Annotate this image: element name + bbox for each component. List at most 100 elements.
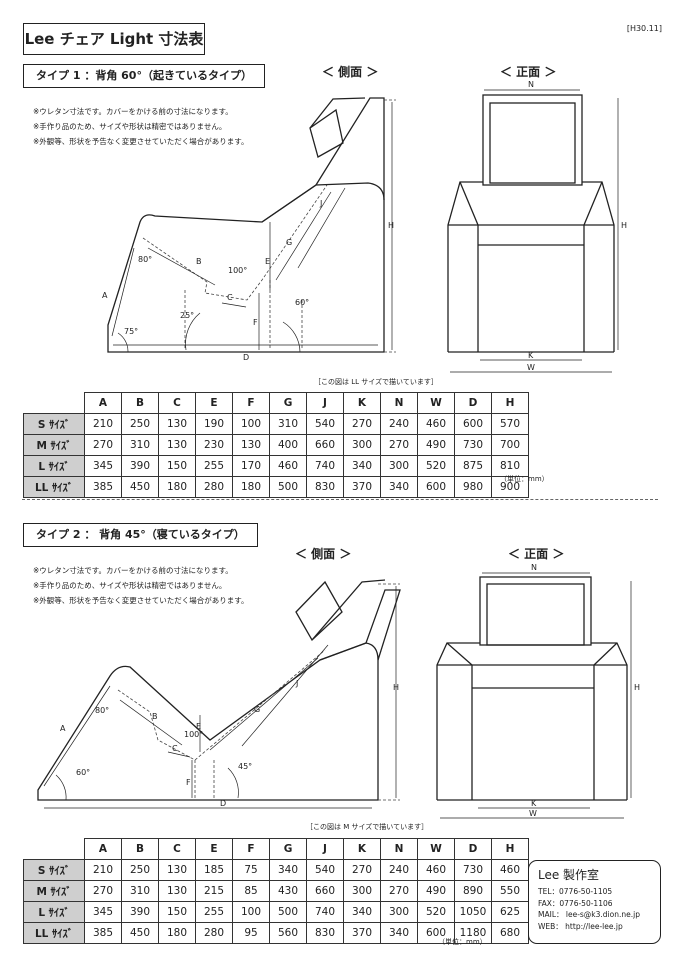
- label-F: F: [186, 778, 191, 787]
- type2-dimension-table: A B C E F G J K N W D H S ｻｲｽﾞ 210 250 1…: [23, 838, 529, 944]
- label-D: D: [220, 799, 226, 808]
- row-label: L ｻｲｽﾞ: [23, 455, 85, 477]
- note-1: ※ウレタン寸法です。カバーをかける前の寸法になります。: [33, 566, 233, 575]
- col-header: C: [158, 838, 196, 860]
- note-3: ※外観等、形状を予告なく変更させていただく場合があります。: [33, 596, 249, 605]
- col-header: B: [121, 838, 159, 860]
- col-header: D: [454, 838, 492, 860]
- row-label: LL ｻｲｽﾞ: [23, 476, 85, 498]
- contact-tel: TEL：0776-50-1105: [538, 887, 613, 896]
- col-header: F: [232, 838, 270, 860]
- label-D: D: [243, 353, 249, 362]
- row-label: M ｻｲｽﾞ: [23, 880, 85, 902]
- col-header: N: [380, 838, 418, 860]
- col-header: H: [491, 392, 529, 414]
- row-label: LL ｻｲｽﾞ: [23, 922, 85, 944]
- col-header: D: [454, 392, 492, 414]
- type1-caption: ［この図は LL サイズで描いています］: [314, 378, 438, 386]
- col-header: K: [343, 838, 381, 860]
- col-header: J: [306, 838, 344, 860]
- label-W: W: [527, 363, 535, 372]
- label-A: A: [102, 291, 108, 300]
- angle-100: 100°: [228, 266, 247, 275]
- label-C: C: [172, 744, 178, 753]
- label-E: E: [265, 257, 270, 266]
- label-J: J: [319, 199, 322, 208]
- contact-mail[interactable]: MAIL： lee-s@k3.dion.ne.jp: [538, 910, 640, 919]
- label-H: H: [388, 221, 394, 230]
- note-2: ※手作り品のため、サイズや形状は精密ではありません。: [33, 581, 227, 590]
- angle-45: 45°: [238, 762, 252, 771]
- type1-side-view: A B C D E F G H J 80° 100° 25° 75° 60°: [102, 97, 396, 362]
- label-E: E: [196, 722, 201, 731]
- label-C: C: [227, 293, 233, 302]
- col-header: E: [195, 392, 233, 414]
- row-label: S ｻｲｽﾞ: [23, 859, 85, 881]
- col-header: F: [232, 392, 270, 414]
- col-header: W: [417, 838, 455, 860]
- label-H-front: H: [621, 221, 627, 230]
- label-A: A: [60, 724, 66, 733]
- label-N: N: [528, 80, 534, 89]
- label-W: W: [529, 809, 537, 818]
- revision-stamp: [H30.11]: [626, 24, 662, 33]
- note-2: ※手作り品のため、サイズや形状は精密ではありません。: [33, 122, 227, 131]
- label-J: J: [295, 679, 298, 688]
- label-H-front: H: [634, 683, 640, 692]
- row-label: L ｻｲｽﾞ: [23, 901, 85, 923]
- label-K: K: [531, 799, 537, 808]
- type2-notes: ※ウレタン寸法です。カバーをかける前の寸法になります。 ※手作り品のため、サイズ…: [33, 563, 249, 608]
- contact-box: Lee 製作室 TEL：0776-50-1105 FAX：0776-50-110…: [528, 860, 661, 944]
- label-F: F: [253, 318, 258, 327]
- contact-fax: FAX：0776-50-1106: [538, 898, 613, 908]
- label-K: K: [528, 351, 534, 360]
- type1-front-label: ＜ 正面 ＞: [500, 65, 557, 79]
- table-row: L ｻｲｽﾞ 345 390 150 255 100 500 740 340 3…: [23, 901, 529, 923]
- label-G: G: [254, 705, 260, 714]
- col-header: H: [491, 838, 529, 860]
- type2-front-label: ＜ 正面 ＞: [508, 547, 565, 561]
- angle-80: 80°: [95, 706, 109, 715]
- table-row: LL ｻｲｽﾞ 385 450 180 280 95 560 830 370 3…: [23, 922, 529, 944]
- label-B: B: [152, 712, 158, 721]
- type1-notes: ※ウレタン寸法です。カバーをかける前の寸法になります。 ※手作り品のため、サイズ…: [33, 104, 249, 149]
- col-header: G: [269, 838, 307, 860]
- row-label: M ｻｲｽﾞ: [23, 434, 85, 456]
- label-H: H: [393, 683, 399, 692]
- col-header: W: [417, 392, 455, 414]
- contact-web[interactable]: WEB： http://lee-lee.jp: [538, 921, 623, 931]
- col-header: G: [269, 392, 307, 414]
- table-row: S ｻｲｽﾞ 210 250 130 190 100 310 540 270 2…: [23, 413, 529, 435]
- table-row: S ｻｲｽﾞ 210 250 130 185 75 340 540 270 24…: [23, 859, 529, 881]
- angle-100: 100°: [184, 730, 203, 739]
- table-row: L ｻｲｽﾞ 345 390 150 255 170 460 740 340 3…: [23, 455, 529, 477]
- col-header: A: [84, 838, 122, 860]
- type2-side-label: ＜ 側面 ＞: [295, 547, 352, 561]
- type1-front-view: N K W H: [447, 80, 627, 373]
- angle-60: 60°: [295, 298, 309, 307]
- type2-title: タイプ 2 ： 背角 45°（寝ているタイプ）: [23, 523, 258, 547]
- row-label: S ｻｲｽﾞ: [23, 413, 85, 435]
- label-N: N: [531, 563, 537, 572]
- label-B: B: [196, 257, 202, 266]
- angle-80: 80°: [138, 255, 152, 264]
- type1-unit: （単位：mm）: [500, 475, 549, 483]
- type2-caption: ［この図は M サイズで描いています］: [306, 823, 429, 831]
- page-title: Lee チェア Light 寸法表: [23, 23, 205, 55]
- type1-title: タイプ 1 ：背角 60°（起きているタイプ）: [23, 64, 265, 88]
- col-header: E: [195, 838, 233, 860]
- section-divider: [22, 499, 658, 500]
- table-row: LL ｻｲｽﾞ 385 450 180 280 180 500 830 370 …: [23, 476, 529, 498]
- label-G: G: [286, 238, 292, 247]
- contact-name: Lee 製作室: [538, 868, 600, 882]
- col-header: N: [380, 392, 418, 414]
- angle-75: 75°: [124, 327, 138, 336]
- angle-60: 60°: [76, 768, 90, 777]
- type1-dimension-table: A B C E F G J K N W D H S ｻｲｽﾞ 210 250 1…: [23, 392, 529, 498]
- note-1: ※ウレタン寸法です。カバーをかける前の寸法になります。: [33, 107, 233, 116]
- note-3: ※外観等、形状を予告なく変更させていただく場合があります。: [33, 137, 249, 146]
- type2-unit: （単位：mm）: [438, 938, 487, 946]
- angle-25: 25°: [180, 311, 194, 320]
- type1-side-label: ＜ 側面 ＞: [322, 65, 379, 79]
